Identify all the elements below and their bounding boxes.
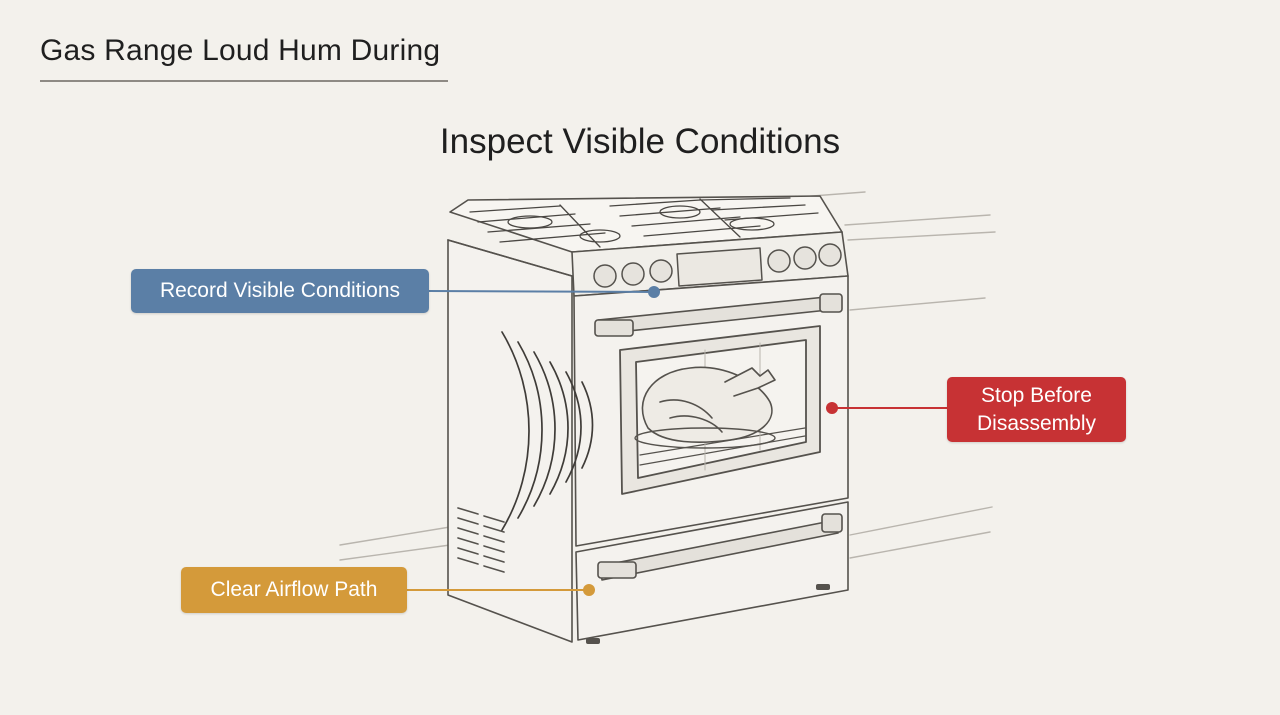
control-knobs (593, 243, 842, 288)
roast-turkey (634, 366, 776, 449)
callout-label-line-1: Stop Before (981, 383, 1092, 407)
callout-stop-before-disassembly: Stop Before Disassembly (947, 377, 1126, 442)
diagram-heading: Inspect Visible Conditions (439, 122, 841, 161)
sound-waves-icon (501, 331, 594, 531)
side-vent (457, 507, 505, 573)
title-divider (40, 80, 448, 82)
callout-label-line-2: Disassembly (976, 411, 1097, 435)
callout-label: Clear Airflow Path (210, 578, 378, 601)
drawer-handle (597, 513, 843, 581)
callout-label: Record Visible Conditions (159, 279, 401, 302)
page-title: Gas Range Loud Hum During (40, 34, 441, 67)
callout-record-visible-conditions: Record Visible Conditions (131, 269, 429, 313)
callout-leaders (407, 286, 947, 596)
oven-handle (594, 293, 843, 337)
callout-clear-airflow-path: Clear Airflow Path (181, 567, 407, 613)
control-display (676, 247, 763, 287)
counter-lines (339, 191, 996, 561)
burner-grates (469, 197, 819, 248)
